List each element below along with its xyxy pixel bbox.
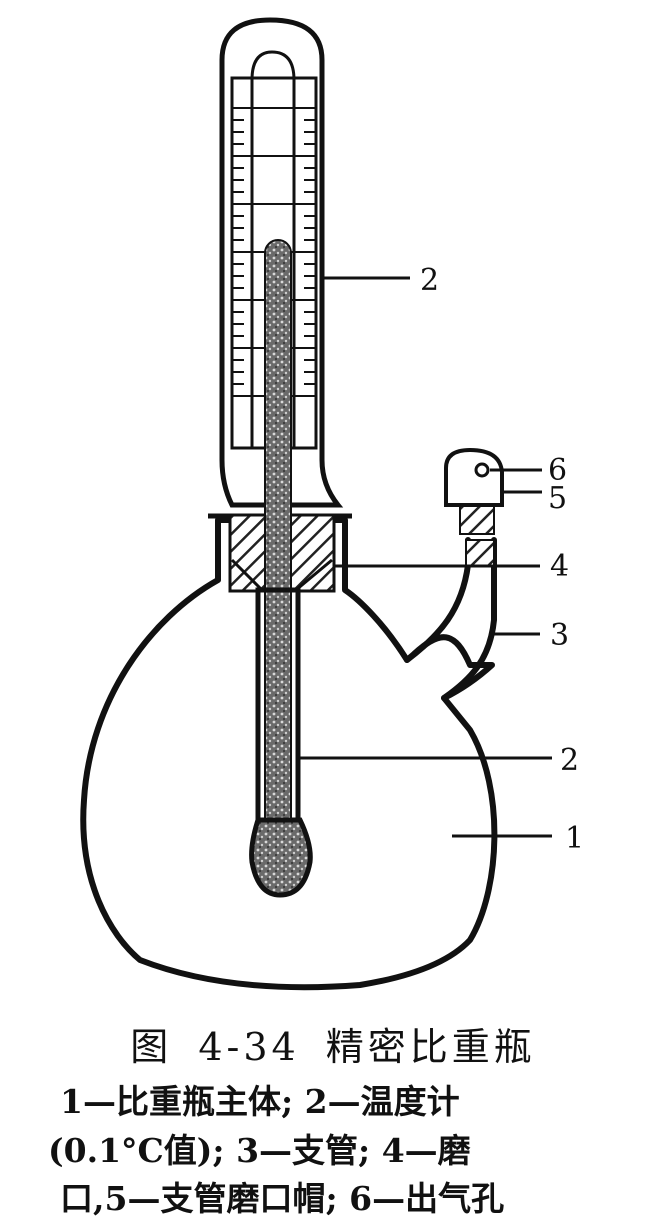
cap-ground [459,505,495,535]
vent-hole [474,462,490,478]
mercury-column [264,239,292,861]
flask-body [80,517,498,991]
label-side-arm: 3 [550,618,569,653]
label-thermometer-top: 2 [420,263,439,298]
thermometer-bulb [249,817,313,898]
side-arm-joint [465,539,495,567]
side-arm [404,537,497,701]
figure-title: 图 4-34 精密比重瓶 [0,1016,666,1071]
figure-number: 4-34 [198,1025,300,1069]
label-cap: 5 [548,481,567,516]
label-thermometer-bottom: 2 [560,743,579,778]
cap-body [444,447,504,507]
jacket-taper [230,558,264,592]
label-vent-hole: 6 [548,453,567,488]
leader-lines [298,276,552,838]
figure-title-text: 精密比重瓶 [325,1025,536,1069]
legend-line-1: 1—比重瓶主体; 2—温度计 [60,1082,460,1121]
label-ground-joint: 4 [550,549,569,584]
legend-line-2: (0.1°C值); 3—支管; 4—磨 [48,1131,471,1170]
legend-line-3: 口,5—支管磨口帽; 6—出气孔 [60,1179,505,1218]
label-flask-body: 1 [565,821,584,856]
inner-capillary-top [250,50,296,448]
pycnometer-diagram: 2 6 5 4 3 2 1 [80,17,584,991]
figure-prefix: 图 [130,1025,173,1069]
thermometer-jacket [219,17,344,508]
